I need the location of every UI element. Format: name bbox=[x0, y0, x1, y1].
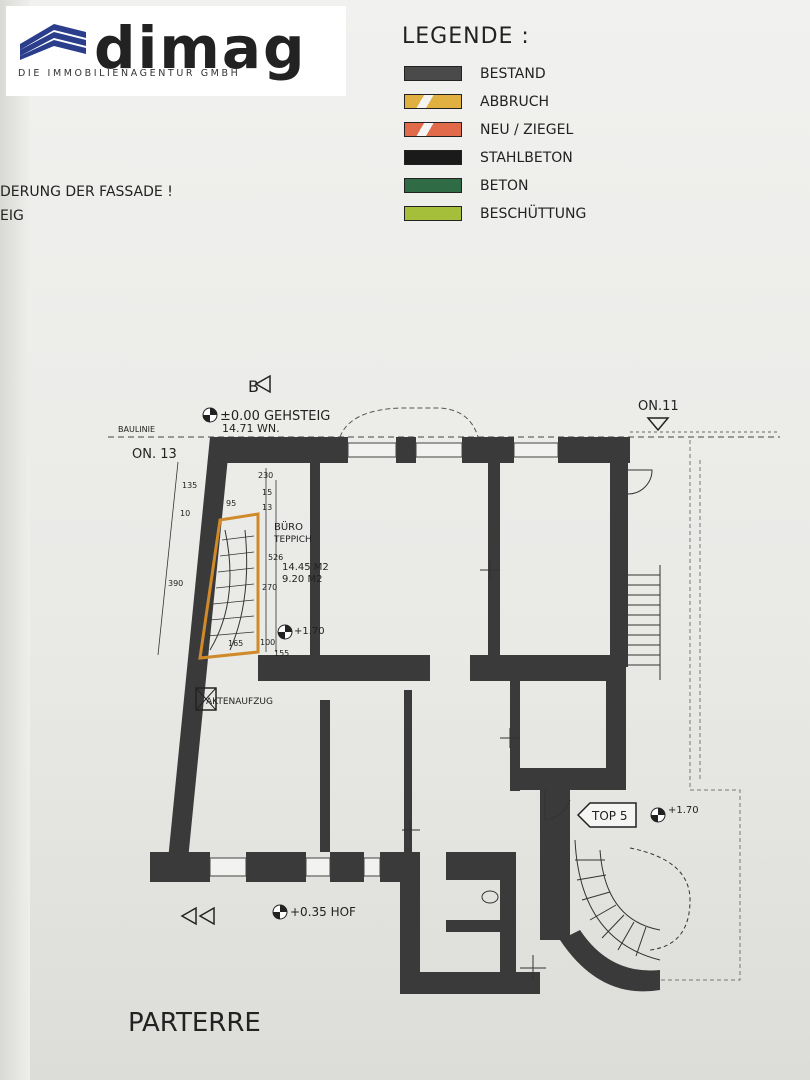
dimension-lines bbox=[157, 461, 277, 656]
level-right: +1.70 bbox=[668, 805, 699, 816]
section-a-arrow-icon bbox=[180, 906, 197, 926]
legend-label: STAHLBETON bbox=[480, 150, 573, 166]
logo-wordmark: dimag bbox=[94, 14, 307, 82]
dim-13: 13 bbox=[262, 503, 272, 512]
spiral-stair bbox=[574, 839, 691, 961]
dim-100: 100 bbox=[260, 638, 275, 647]
legend-swatch bbox=[404, 150, 462, 165]
dim-270: 270 bbox=[262, 583, 277, 592]
paper-fold-shadow bbox=[0, 0, 30, 1080]
level-markers bbox=[202, 407, 666, 920]
legend-label: BESTAND bbox=[480, 66, 546, 82]
office-label: BÜRO bbox=[274, 520, 303, 533]
unit-tag: TOP 5 bbox=[591, 809, 627, 823]
logo-tagline: DIE IMMOBILIENAGENTUR GMBH bbox=[18, 68, 241, 79]
legend-swatch bbox=[404, 66, 462, 81]
legend-swatch bbox=[404, 122, 462, 137]
legend-label: NEU / ZIEGEL bbox=[480, 122, 574, 138]
dim-230: 230 bbox=[258, 471, 273, 480]
baulinie-label: BAULINIE bbox=[118, 425, 155, 434]
office-floor: TEPPICH bbox=[273, 535, 312, 545]
level-stair: +1.70 bbox=[294, 626, 325, 637]
legend-label: BESCHÜTTUNG bbox=[480, 206, 587, 222]
neighbor-left-label: ON. 13 bbox=[132, 447, 177, 462]
company-logo: dimag DIE IMMOBILIENAGENTUR GMBH bbox=[6, 6, 346, 96]
walls-existing bbox=[150, 437, 660, 994]
windows-top bbox=[347, 442, 559, 458]
unit-tag-box bbox=[576, 802, 637, 828]
building-logo-icon bbox=[20, 24, 86, 60]
level-street-sub: 14.71 WN. bbox=[222, 422, 280, 435]
dim-135: 135 bbox=[182, 481, 197, 490]
legend-label: ABBRUCH bbox=[480, 94, 550, 110]
windows-bottom bbox=[209, 857, 381, 877]
door-swings bbox=[544, 469, 653, 821]
dim-165: 165 bbox=[228, 639, 243, 648]
dim-95: 95 bbox=[226, 499, 236, 508]
area-1: 14.45 M2 bbox=[282, 562, 329, 573]
on11-arrow-icon bbox=[646, 417, 670, 432]
lift-box bbox=[195, 687, 217, 711]
facade-note-2: EIG bbox=[0, 208, 24, 224]
exterior-stairs bbox=[628, 565, 661, 680]
plan-title: PARTERRE bbox=[128, 1008, 261, 1038]
dim-155: 155 bbox=[274, 649, 289, 658]
section-a-arrow-2-icon bbox=[198, 906, 215, 926]
level-yard: +0.35 HOF bbox=[290, 905, 356, 919]
dim-10: 10 bbox=[180, 509, 190, 518]
dim-526: 526 bbox=[268, 553, 283, 562]
neighbor-right-label: ON.11 bbox=[638, 399, 679, 414]
stair-demolition bbox=[198, 512, 260, 660]
area-2: 9.20 M2 bbox=[282, 574, 322, 585]
dim-15: 15 bbox=[262, 488, 272, 497]
bay-outline bbox=[339, 407, 479, 438]
legend-swatch bbox=[404, 178, 462, 193]
lift-label: AKTENAUFZUG bbox=[206, 697, 273, 707]
level-street-label: ±0.00 GEHSTEIG bbox=[220, 409, 330, 424]
legend-swatch bbox=[404, 206, 462, 221]
toilet-icon bbox=[481, 890, 499, 904]
section-marker: B bbox=[248, 377, 259, 396]
legend-title: LEGENDE : bbox=[402, 24, 530, 49]
grid-crosses bbox=[402, 560, 546, 980]
facade-note: DERUNG DER FASSADE ! bbox=[0, 184, 173, 200]
section-b-arrow-icon bbox=[254, 374, 271, 394]
legend-swatch bbox=[404, 94, 462, 109]
legend-label: BETON bbox=[480, 178, 529, 194]
dim-390: 390 bbox=[168, 579, 183, 588]
